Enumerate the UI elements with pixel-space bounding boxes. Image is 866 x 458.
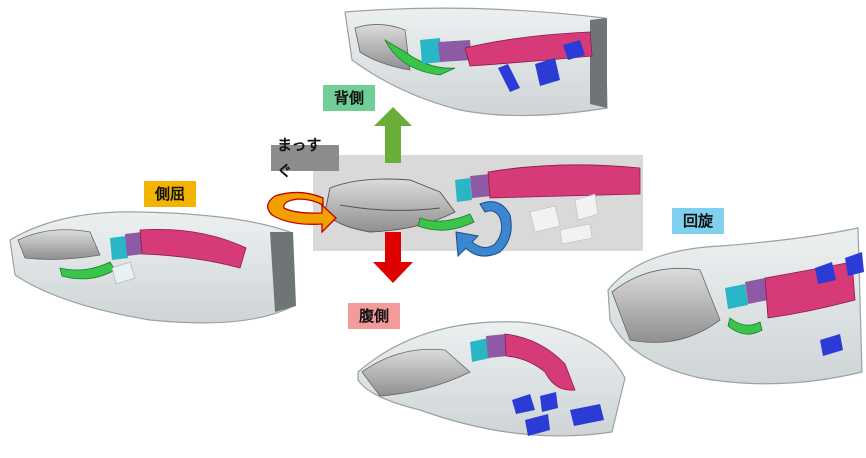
rotation-specimen (608, 228, 864, 384)
label-ventral: 腹側 (348, 303, 400, 329)
label-lateral: 側屈 (144, 181, 196, 207)
dorsal-specimen (345, 8, 607, 115)
ventral-specimen (358, 322, 625, 436)
label-straight: まっすぐ (271, 145, 339, 171)
dorsal-arrow (374, 107, 412, 163)
lateral-specimen (10, 212, 296, 323)
label-dorsal: 背側 (323, 85, 375, 111)
label-rotation: 回旋 (672, 208, 724, 234)
